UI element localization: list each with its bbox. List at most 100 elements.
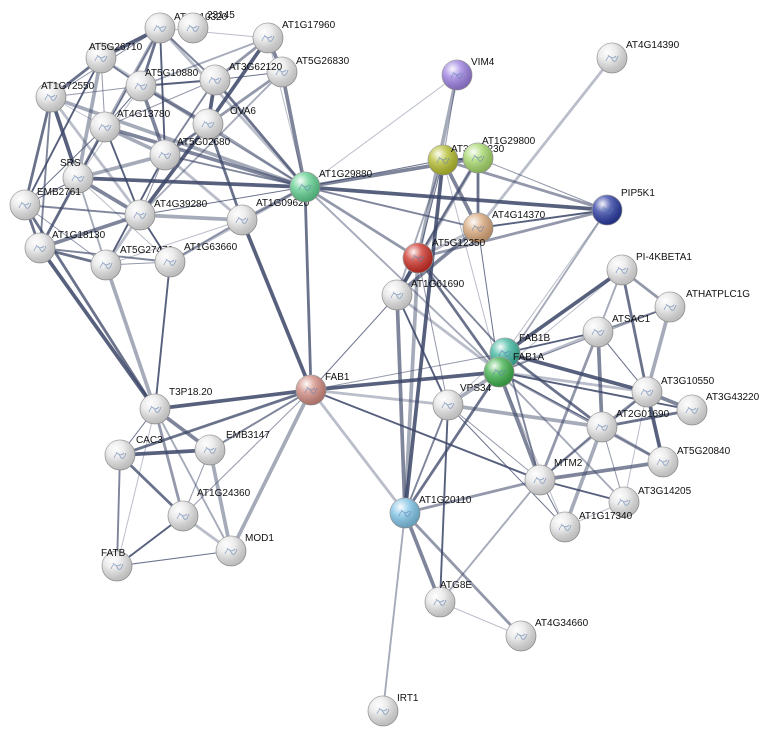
node-AT5G26710[interactable]: AT5G26710 bbox=[85, 42, 143, 74]
node-FAB1[interactable]: FAB1 bbox=[295, 372, 350, 406]
node-ATHATPLC1G[interactable]: ATHATPLC1G bbox=[654, 289, 750, 323]
node-label: OVA6 bbox=[230, 106, 256, 117]
node-AT4G14390[interactable]: AT4G14390 bbox=[596, 40, 680, 74]
node-AT1G29880[interactable]: AT1G29880 bbox=[289, 169, 373, 203]
protein-structure-icon bbox=[275, 68, 289, 76]
edge-AT5G26830-AT1G29880 bbox=[280, 70, 307, 189]
node-AT1G72550[interactable]: AT1G72550 bbox=[35, 81, 95, 113]
node-label: CAC3 bbox=[136, 435, 163, 446]
edge-PIP5K1-AT5G12350 bbox=[416, 208, 609, 260]
node-label: AT1G63660 bbox=[184, 242, 238, 253]
node-label: AT4G14390 bbox=[626, 40, 680, 51]
node-EMB3147[interactable]: EMB3147 bbox=[194, 430, 270, 466]
node-PI-4KBETA1[interactable]: PI-4KBETA1 bbox=[606, 252, 692, 286]
node-IRT1[interactable]: IRT1 bbox=[367, 693, 419, 727]
node-AT5G12350[interactable]: AT5G12350 bbox=[402, 238, 486, 274]
node-AT1G63660[interactable]: AT1G63660 bbox=[154, 242, 238, 278]
node-label: AT1G29800 bbox=[482, 136, 536, 147]
node-AT1G61690[interactable]: AT1G61690 bbox=[381, 279, 465, 311]
edge-AT5G26830-AT4G39280 bbox=[139, 71, 283, 216]
edge-AT4G39280-AT1G09620 bbox=[138, 213, 244, 222]
protein-structure-icon bbox=[492, 368, 506, 376]
edge-FAB1A-FAB1 bbox=[309, 370, 501, 392]
node-T3P18.20[interactable]: T3P18.20 bbox=[139, 387, 213, 425]
edge-AT1G18130-T3P18.20 bbox=[38, 246, 157, 411]
protein-structure-icon bbox=[398, 509, 412, 517]
node-AT1G09620[interactable]: AT1G09620 bbox=[226, 198, 310, 236]
protein-structure-icon bbox=[235, 216, 249, 224]
node-AT4G13780[interactable]: AT4G13780 bbox=[89, 109, 171, 143]
node-ATG8E[interactable]: ATG8E bbox=[424, 580, 472, 618]
node-CAC3[interactable]: CAC3 bbox=[104, 435, 163, 471]
node-AT1G17340[interactable]: AT1G17340 bbox=[549, 511, 633, 543]
node-AT5G26830[interactable]: AT5G26830 bbox=[266, 56, 350, 88]
edge-MTM2-AT5G20840 bbox=[538, 460, 665, 482]
node-MOD1[interactable]: MOD1 bbox=[215, 533, 274, 567]
protein-structure-icon bbox=[261, 34, 275, 42]
node-AT1G29800[interactable]: AT1G29800 bbox=[462, 136, 536, 174]
node-label: AT4G34660 bbox=[535, 618, 589, 629]
edge-OVA6-AT4G39280 bbox=[138, 122, 210, 217]
protein-structure-icon bbox=[134, 82, 148, 90]
protein-structure-icon bbox=[153, 24, 167, 32]
node-label: AT5G10880 bbox=[145, 68, 199, 79]
node-label: IRT1 bbox=[397, 693, 419, 704]
node-SRS[interactable]: SRS bbox=[60, 158, 94, 194]
node-AT4G39280[interactable]: AT4G39280 bbox=[124, 199, 208, 231]
edge-AT5G02680-AT1G29880 bbox=[164, 154, 306, 188]
node-OVA6[interactable]: OVA6 bbox=[192, 106, 256, 140]
node-label: T3P18.20 bbox=[169, 387, 213, 398]
node-23145[interactable]: 23145 bbox=[177, 10, 235, 44]
node-AT4G34660[interactable]: AT4G34660 bbox=[505, 618, 589, 652]
edge-OVA6-AT1G09620 bbox=[206, 122, 244, 222]
node-label: ATG8E bbox=[440, 580, 472, 591]
node-AT5G20840[interactable]: AT5G20840 bbox=[647, 446, 731, 478]
node-MTM2[interactable]: MTM2 bbox=[524, 458, 583, 496]
protein-structure-icon bbox=[441, 401, 455, 409]
node-label: AT1G20110 bbox=[419, 495, 472, 506]
edge-ATSAC1-FAB1A bbox=[497, 330, 600, 374]
edge-MTM2-AT1G20110 bbox=[403, 478, 542, 515]
node-VPS34[interactable]: VPS34 bbox=[432, 383, 492, 421]
node-VIM4[interactable]: VIM4 bbox=[441, 57, 495, 91]
node-AT2G01690[interactable]: AT2G01690 bbox=[586, 409, 670, 443]
protein-structure-icon bbox=[33, 244, 47, 252]
edge-FAB1A-AT3G43220 bbox=[498, 371, 693, 411]
edge-AT1G72550-AT1G29880 bbox=[49, 95, 307, 189]
node-label: AT1G17340 bbox=[579, 511, 633, 522]
node-label: AT1G72550 bbox=[41, 81, 95, 92]
node-AT1G17960[interactable]: AT1G17960 bbox=[252, 20, 336, 54]
protein-structure-icon bbox=[615, 266, 629, 274]
protein-structure-icon bbox=[663, 303, 677, 311]
node-ATSAC1[interactable]: ATSAC1 bbox=[582, 314, 651, 348]
node-label: 23145 bbox=[207, 10, 235, 21]
node-AT3G10550[interactable]: AT3G10550 bbox=[631, 376, 715, 408]
edge-AT4G10320-AT1G17960 bbox=[159, 27, 269, 39]
node-EMB2761[interactable]: EMB2761 bbox=[9, 187, 81, 221]
node-AT4G14370[interactable]: AT4G14370 bbox=[462, 210, 546, 244]
node-AT5G02680[interactable]: AT5G02680 bbox=[149, 137, 231, 171]
node-AT1G24360[interactable]: AT1G24360 bbox=[167, 488, 251, 532]
edge-AT1G20110-ATG8E bbox=[403, 511, 442, 604]
edge-AT5G12350-FAB1A bbox=[416, 256, 501, 374]
node-AT1G20110[interactable]: AT1G20110 bbox=[389, 495, 472, 529]
node-AT5G27470[interactable]: AT5G27470 bbox=[90, 245, 174, 281]
node-FATB[interactable]: FATB bbox=[101, 548, 133, 582]
edge-FAB1-AT1G20110 bbox=[309, 388, 407, 515]
edge-T3P18.20-AT1G24360 bbox=[153, 407, 185, 518]
edge-AT5G26710-SRS bbox=[76, 56, 103, 180]
protein-structure-icon bbox=[186, 24, 200, 32]
node-AT3G43220[interactable]: AT3G43220 bbox=[676, 392, 760, 426]
node-AT3G14205[interactable]: AT3G14205 bbox=[608, 486, 692, 518]
node-AT1G18130[interactable]: AT1G18130 bbox=[24, 230, 106, 264]
protein-structure-icon bbox=[44, 93, 58, 101]
edge-ATSAC1-MTM2 bbox=[538, 330, 600, 482]
node-label: MTM2 bbox=[554, 458, 583, 469]
node-FAB1A[interactable]: FAB1A bbox=[483, 352, 544, 388]
node-AT5G10880[interactable]: AT5G10880 bbox=[125, 68, 199, 102]
node-AT3G62120[interactable]: AT3G62120 bbox=[199, 62, 283, 96]
node-PIP5K1[interactable]: PIP5K1 bbox=[591, 188, 655, 226]
edge-PI-4KBETA1-FAB1B bbox=[503, 268, 624, 355]
node-label: AT1G18130 bbox=[52, 230, 106, 241]
edge-FAB1-CAC3 bbox=[118, 388, 313, 457]
